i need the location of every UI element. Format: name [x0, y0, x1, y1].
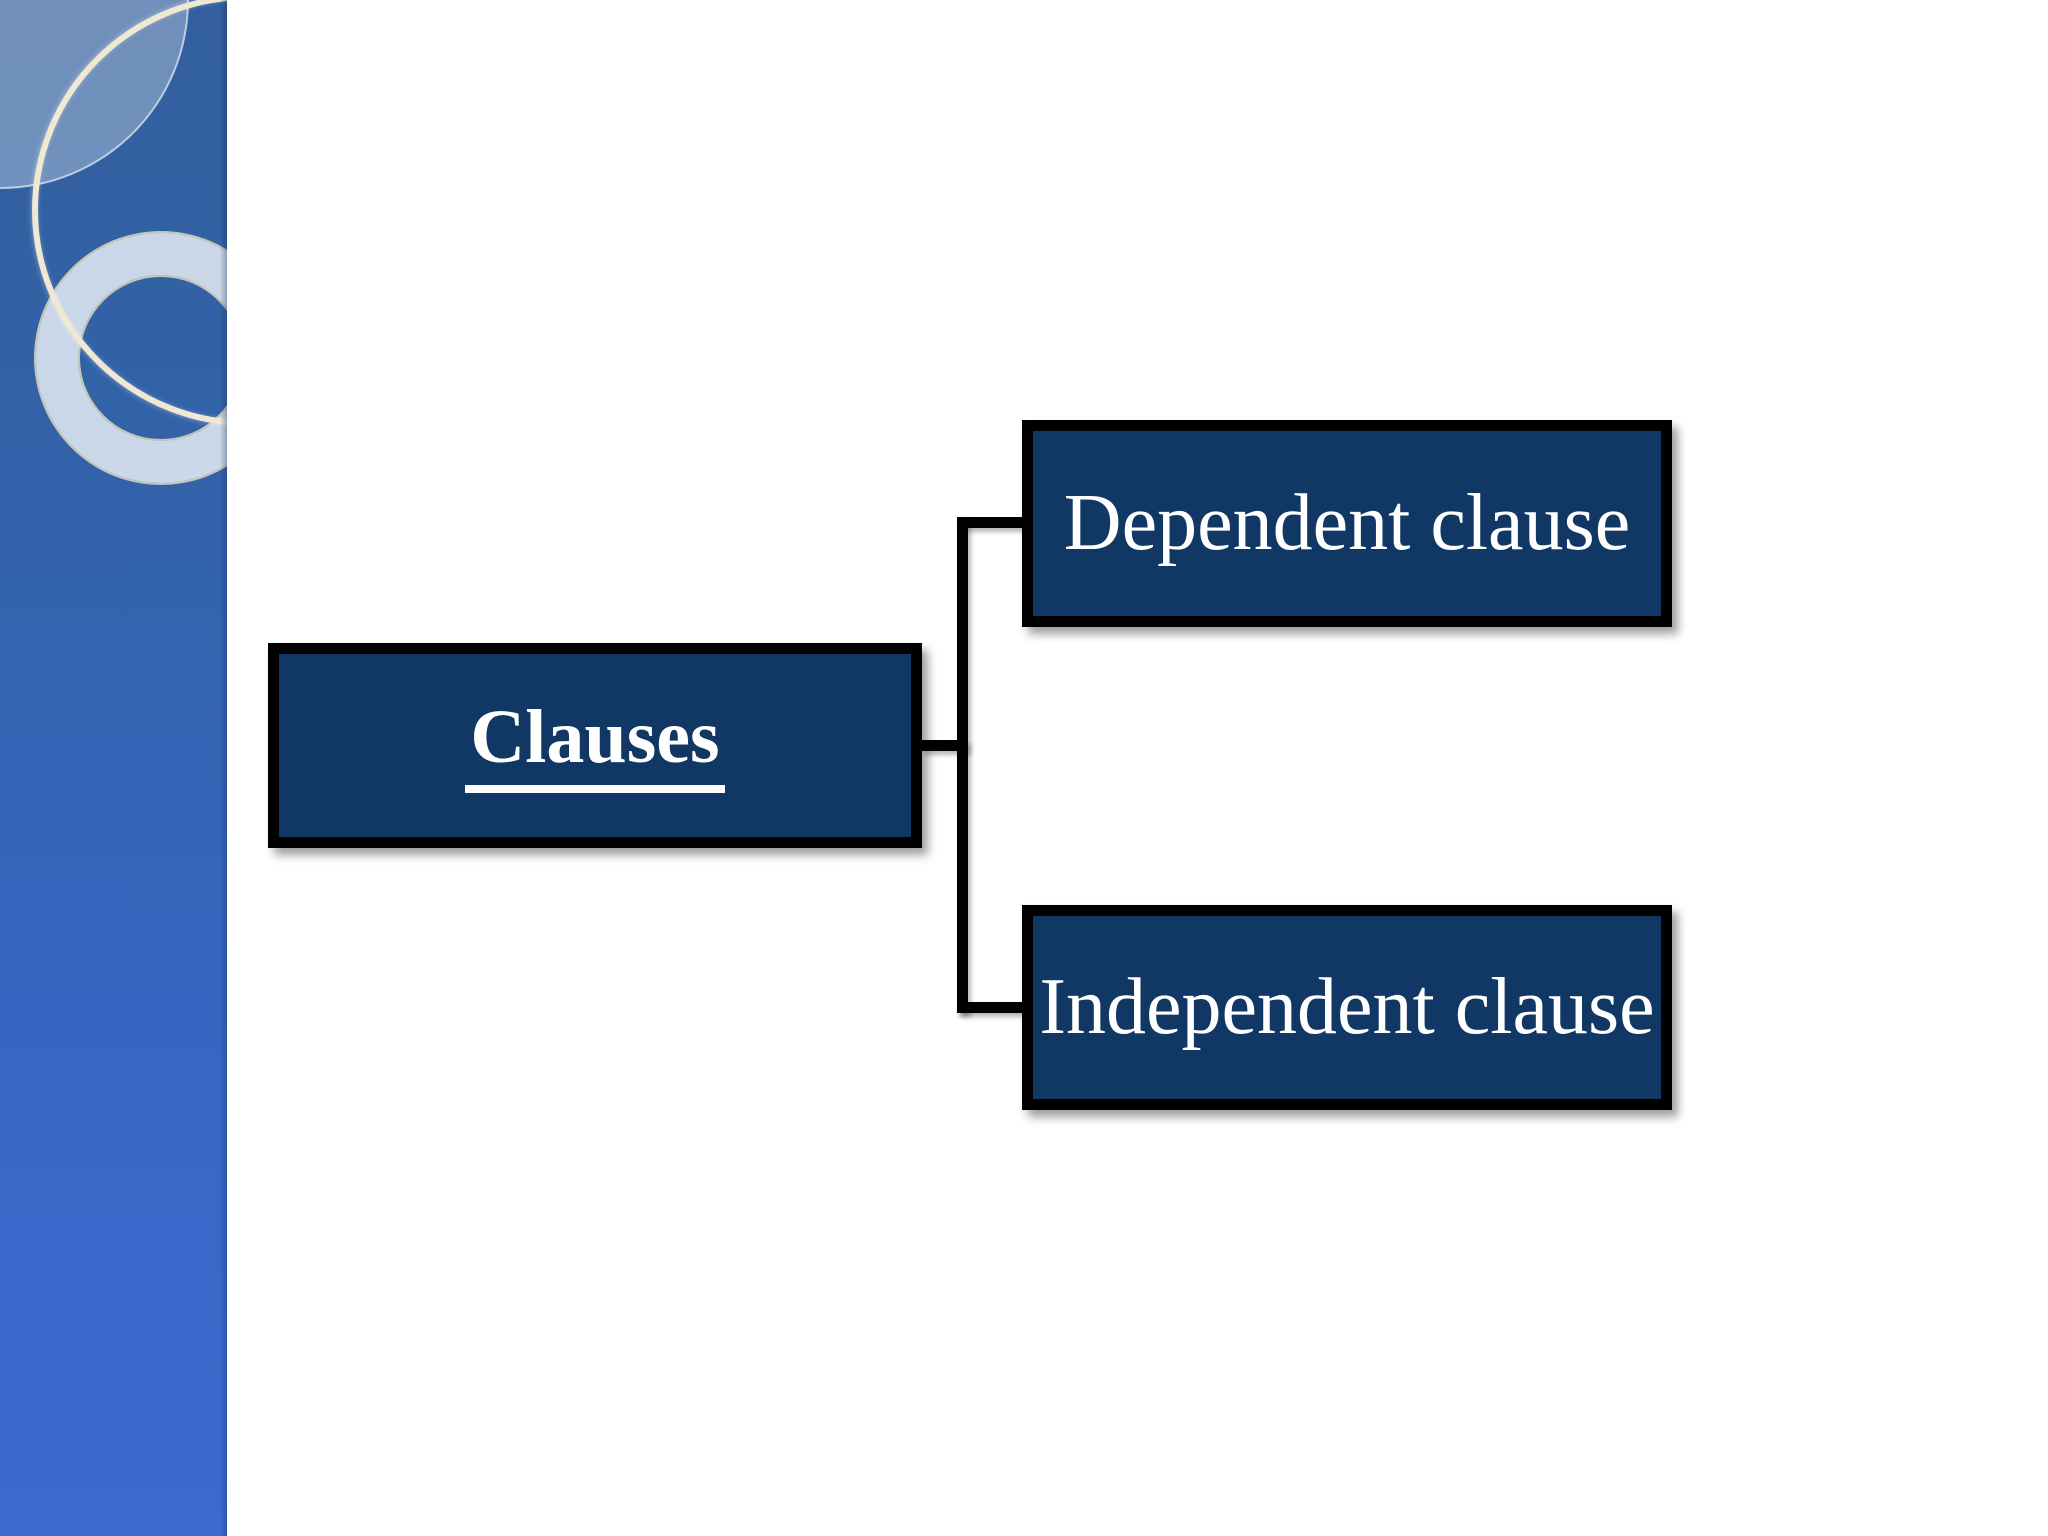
node-independent-clause[interactable]: Independent clause — [1022, 905, 1672, 1110]
node-clauses-label: Clauses — [465, 697, 725, 794]
connector-trunk — [957, 517, 968, 1013]
connector-branch-bottom — [957, 1002, 1022, 1013]
sidebar-decoration — [0, 0, 227, 1536]
node-dependent-clause[interactable]: Dependent clause — [1022, 420, 1672, 627]
connector-branch-top — [957, 517, 1022, 528]
node-independent-clause-label: Independent clause — [1039, 963, 1655, 1051]
node-dependent-clause-label: Dependent clause — [1063, 479, 1631, 567]
connector-stub — [922, 740, 968, 751]
node-clauses[interactable]: Clauses — [268, 643, 922, 848]
